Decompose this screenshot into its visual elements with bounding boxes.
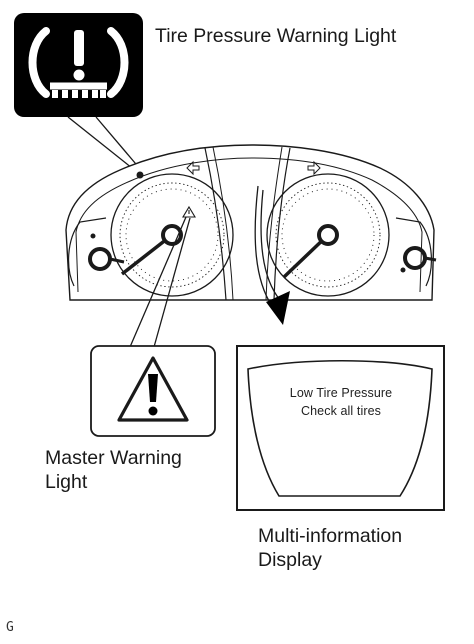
pointer-arrow [254,185,290,325]
master-warning-icon [90,345,216,437]
multi-information-display [236,345,445,511]
tpms-leader-line [67,116,142,173]
display-message-line1: Low Tire Pressure [289,386,393,400]
figure-code: G [6,620,14,635]
tire-pressure-warning-icon [14,13,143,117]
master-warning-label-line1: Master Warning [45,447,182,469]
master-warning-light-label: Master Warning Light [45,447,182,495]
instrument-cluster [65,144,435,301]
display-message-line2: Check all tires [301,404,381,418]
multi-info-label-line2: Display [258,548,322,571]
multi-information-display-label: Multi-information Display [258,525,402,573]
multi-info-label-line1: Multi-information [258,525,403,547]
tire-pressure-warning-light-label: Tire Pressure Warning Light [155,25,397,47]
tachometer-gauge [266,173,390,297]
right-small-gauge [395,217,437,287]
master-warning-label-line2: Light [45,470,88,493]
master-warning-leader-line [129,216,191,348]
